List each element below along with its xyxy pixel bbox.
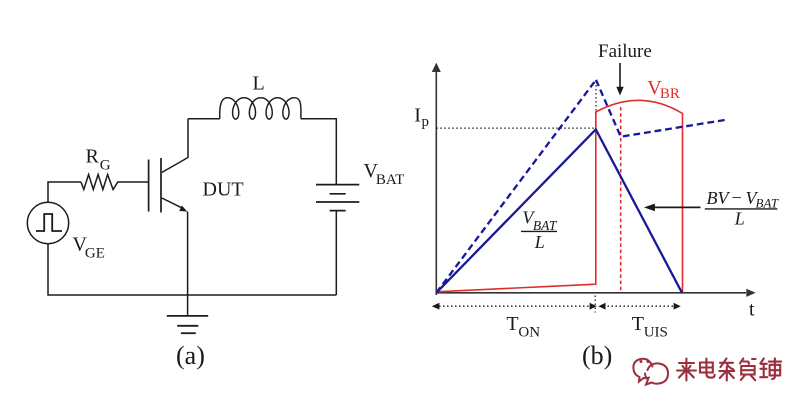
svg-text:(a): (a) [176,341,205,370]
svg-text:ON: ON [518,324,540,340]
svg-text:G: G [100,157,111,173]
svg-text:V: V [746,188,759,208]
svg-text:T: T [632,313,644,335]
svg-text:L: L [534,232,545,252]
svg-text:I: I [414,105,421,127]
svg-text:T: T [506,313,518,335]
svg-text:−: − [732,188,742,208]
svg-text:p: p [422,114,430,130]
svg-text:V: V [522,207,535,227]
svg-text:V: V [647,77,662,99]
svg-text:DUT: DUT [203,179,244,201]
svg-text:(b): (b) [582,341,612,370]
svg-text:R: R [86,146,100,168]
svg-text:BR: BR [660,86,680,102]
svg-text:BAT: BAT [533,218,558,233]
svg-text:Failure: Failure [598,41,652,62]
svg-text:BV: BV [707,188,731,208]
svg-text:V: V [364,160,379,182]
svg-text:BAT: BAT [376,172,404,188]
svg-text:GE: GE [85,245,105,261]
svg-text:V: V [73,234,88,256]
svg-text:L: L [253,73,265,95]
svg-text:UIS: UIS [644,324,668,340]
svg-text:BAT: BAT [756,195,779,210]
svg-text:L: L [734,209,745,229]
svg-text:t: t [749,299,755,321]
